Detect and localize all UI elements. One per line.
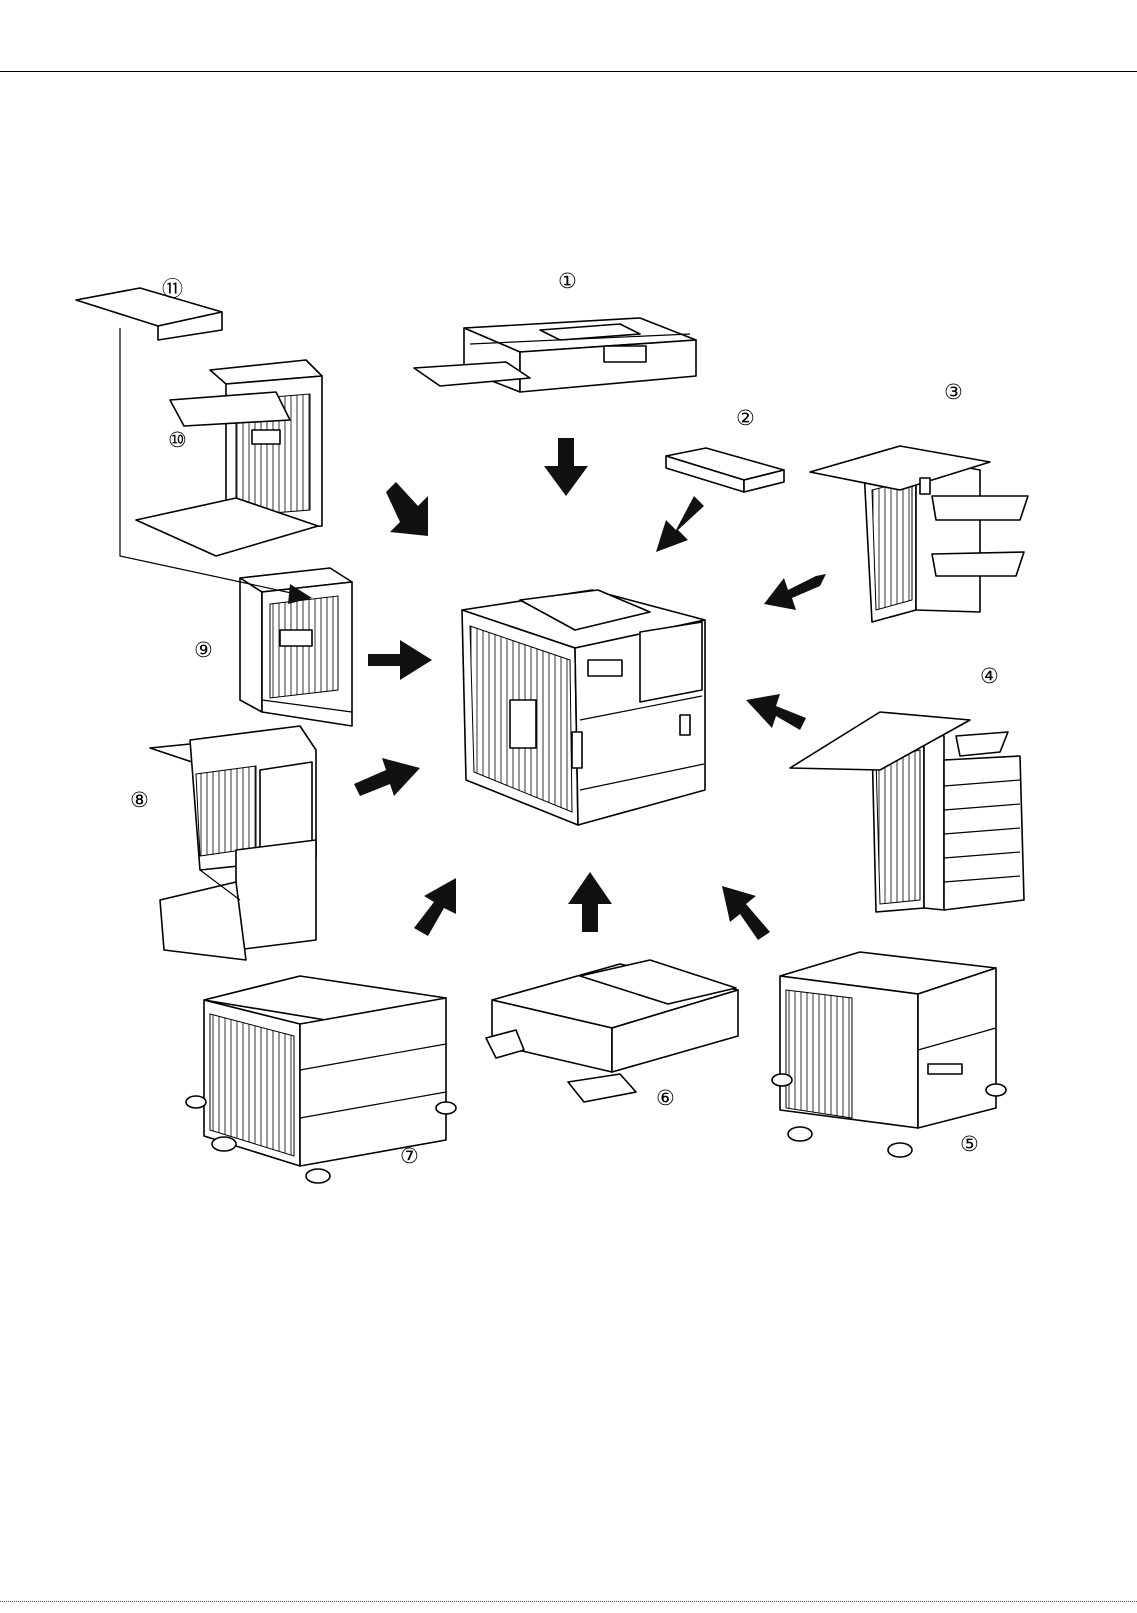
arrow-from-10	[386, 482, 428, 536]
callout-9: ⑨	[194, 640, 213, 661]
callout-6: ⑥	[656, 1088, 675, 1109]
finisher-stand-illustration	[150, 726, 316, 960]
arrow-from-2	[656, 496, 704, 552]
arrow-from-7	[414, 878, 456, 936]
callout-3: ③	[944, 382, 963, 403]
callout-1: ①	[558, 271, 577, 292]
arrow-from-5	[722, 886, 770, 940]
arrow-from-3	[764, 574, 826, 610]
duplex-bypass-illustration	[136, 360, 322, 556]
main-printer-illustration	[462, 590, 705, 825]
arrow-from-1	[544, 438, 588, 496]
paper-feed-unit-illustration	[486, 960, 738, 1102]
stand-large-capacity-tray-illustration	[772, 952, 1006, 1157]
arrow-from-9	[368, 640, 432, 680]
arrow-from-4	[746, 694, 806, 730]
mail-bin-stacker-illustration	[790, 712, 1024, 912]
upper-tray-cover-illustration	[666, 448, 784, 492]
document-feeder-illustration	[414, 318, 696, 392]
arrow-from-8	[354, 758, 420, 796]
callout-2: ②	[736, 408, 755, 429]
callout-4: ④	[980, 666, 999, 687]
arrow-from-6	[568, 872, 612, 932]
saddle-finisher-illustration	[810, 446, 1028, 622]
callout-7: ⑦	[400, 1146, 419, 1167]
output-tray-illustration	[76, 288, 222, 340]
callout-8: ⑧	[130, 790, 149, 811]
callout-5: ⑤	[960, 1134, 979, 1155]
callout-10: ⑩	[168, 430, 187, 451]
callout-11: ⑪	[162, 279, 183, 300]
